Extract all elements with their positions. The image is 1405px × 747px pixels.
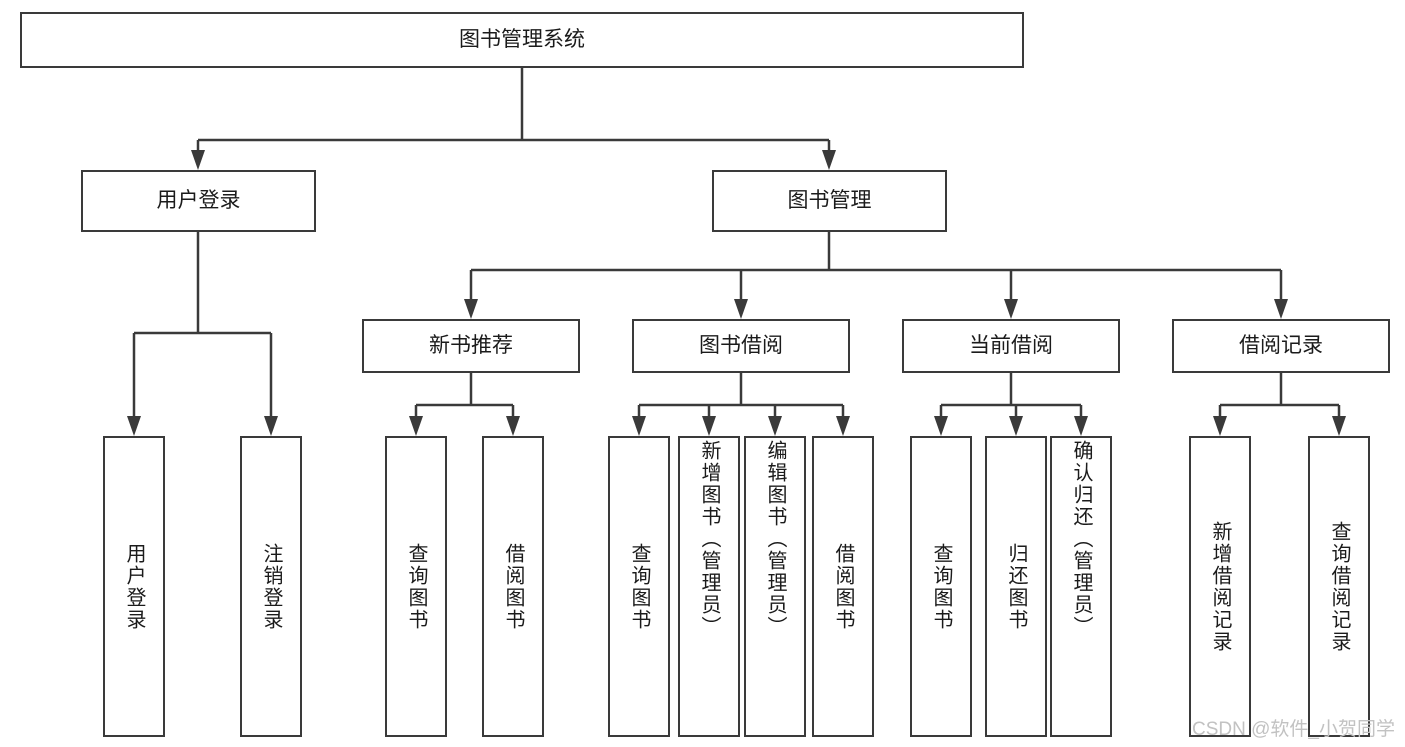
arrowhead-icon-bookborrow-to-leaves-3 (836, 416, 850, 436)
node-leaf-user-login[interactable]: 用户登录 (103, 436, 165, 737)
node-label-current-borrow: 当前借阅 (969, 334, 1053, 358)
node-label-leaf-edit-book: 编辑图书（管理员） (764, 440, 786, 638)
arrowhead-icon-bookborrow-to-leaves-2 (768, 416, 782, 436)
arrowhead-icon-bookmanage-to-level2-3 (1274, 299, 1288, 319)
node-leaf-query-record[interactable]: 查询借阅记录 (1308, 436, 1370, 737)
node-leaf-query-book-3[interactable]: 查询图书 (910, 436, 972, 737)
node-user-login[interactable]: 用户登录 (81, 170, 316, 232)
node-leaf-return-book[interactable]: 归还图书 (985, 436, 1047, 737)
node-label-leaf-query-book-3: 查询图书 (930, 542, 952, 631)
arrowhead-icon-bookmanage-to-level2-0 (464, 299, 478, 319)
node-label-leaf-add-book: 新增图书（管理员） (698, 440, 720, 638)
node-leaf-add-record[interactable]: 新增借阅记录 (1189, 436, 1251, 737)
arrowhead-icon-bookmanage-to-level2-1 (734, 299, 748, 319)
node-label-user-login: 用户登录 (156, 189, 241, 213)
node-leaf-query-book-2[interactable]: 查询图书 (608, 436, 670, 737)
arrowhead-icon-currentborrow-to-leaves-1 (1009, 416, 1023, 436)
node-current-borrow[interactable]: 当前借阅 (902, 319, 1120, 373)
node-leaf-borrow-book-1[interactable]: 借阅图书 (482, 436, 544, 737)
arrowhead-icon-root-to-level1-0 (191, 150, 205, 170)
node-label-leaf-user-login: 用户登录 (123, 542, 145, 631)
arrowhead-icon-borrowrecord-to-leaves-0 (1213, 416, 1227, 436)
node-label-book-borrow: 图书借阅 (699, 334, 783, 358)
node-leaf-edit-book[interactable]: 编辑图书（管理员） (744, 436, 806, 737)
arrowhead-icon-userlogin-to-leaves-0 (127, 416, 141, 436)
node-borrow-record[interactable]: 借阅记录 (1172, 319, 1390, 373)
arrowhead-icon-root-to-level1-1 (822, 150, 836, 170)
node-label-leaf-query-book-1: 查询图书 (405, 542, 427, 631)
node-label-new-book-rec: 新书推荐 (429, 334, 513, 358)
node-leaf-confirm-return[interactable]: 确认归还（管理员） (1050, 436, 1112, 737)
node-label-leaf-confirm-return: 确认归还（管理员） (1070, 440, 1092, 638)
node-label-leaf-query-book-2: 查询图书 (628, 542, 650, 631)
arrowhead-icon-bookmanage-to-level2-2 (1004, 299, 1018, 319)
node-leaf-add-book[interactable]: 新增图书（管理员） (678, 436, 740, 737)
node-label-root: 图书管理系统 (459, 28, 585, 52)
node-root[interactable]: 图书管理系统 (20, 12, 1024, 68)
node-label-leaf-add-record: 新增借阅记录 (1209, 520, 1231, 653)
arrowhead-icon-currentborrow-to-leaves-0 (934, 416, 948, 436)
node-leaf-borrow-book-2[interactable]: 借阅图书 (812, 436, 874, 737)
node-label-leaf-borrow-book-2: 借阅图书 (832, 542, 854, 631)
node-new-book-rec[interactable]: 新书推荐 (362, 319, 580, 373)
node-leaf-query-book-1[interactable]: 查询图书 (385, 436, 447, 737)
node-label-leaf-return-book: 归还图书 (1005, 542, 1027, 631)
node-book-borrow[interactable]: 图书借阅 (632, 319, 850, 373)
arrowhead-icon-bookborrow-to-leaves-1 (702, 416, 716, 436)
node-label-leaf-logout: 注销登录 (260, 542, 282, 631)
node-leaf-logout[interactable]: 注销登录 (240, 436, 302, 737)
arrowhead-icon-newbookrec-to-leaves-0 (409, 416, 423, 436)
arrowhead-icon-userlogin-to-leaves-1 (264, 416, 278, 436)
node-label-borrow-record: 借阅记录 (1239, 334, 1323, 358)
arrowhead-icon-bookborrow-to-leaves-0 (632, 416, 646, 436)
node-label-leaf-borrow-book-1: 借阅图书 (502, 542, 524, 631)
arrowhead-icon-newbookrec-to-leaves-1 (506, 416, 520, 436)
node-label-leaf-query-record: 查询借阅记录 (1328, 520, 1350, 653)
arrowhead-icon-currentborrow-to-leaves-2 (1074, 416, 1088, 436)
node-book-manage[interactable]: 图书管理 (712, 170, 947, 232)
arrowhead-icon-borrowrecord-to-leaves-1 (1332, 416, 1346, 436)
node-label-book-manage: 图书管理 (787, 189, 872, 213)
